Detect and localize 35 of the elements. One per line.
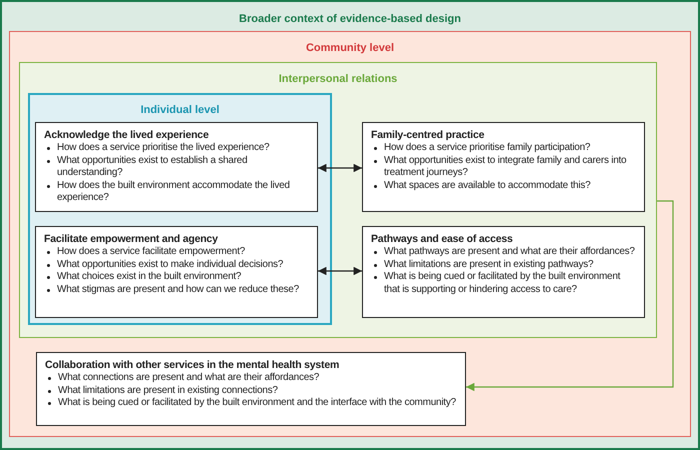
connector-arrow [318,164,362,172]
level-heading: Interpersonal relations [278,72,398,87]
question-item: How does a service facilitate empowerment? [57,246,245,258]
individual-frame [28,93,332,325]
box-heading: Acknowledge the lived experience [44,128,210,142]
question-item: What limitations are present in existing connections? [58,384,278,397]
box-heading: Pathways and ease of access [371,232,514,246]
level-heading: Community level [304,41,396,56]
question-item: What choices exist in the built environment? [57,271,242,284]
box-heading: Facilitate empowerment and agency [44,232,219,246]
question-box [362,226,645,318]
question-item: How does the built environment accommodate the lived experience? [57,180,291,204]
question-item: What opportunities exist to integrate family and carers into treatment journeys? [384,154,628,180]
connector-arrow [318,266,362,276]
question-item: What spaces are available to accommodate this? [384,180,590,192]
question-item: What stigmas are present and how can we reduce these? [57,284,299,296]
question-item: How does a service prioritise the lived experience? [57,142,270,154]
question-box [35,122,318,212]
question-box [35,226,318,318]
question-item: What pathways are present and what are their affordances? [384,246,635,258]
question-box [362,122,645,212]
question-item: What limitations are present in existing pathways? [384,258,594,271]
box-heading: Collaboration with other services in the mental health system [45,358,340,372]
question-item: What opportunities exist to make individual decisions? [57,258,284,271]
question-item: What connections are present and what are their affordances? [58,372,320,384]
box-heading: Family-centred practice [371,128,486,142]
interpersonal-frame [19,62,657,338]
level-heading: Individual level [140,103,220,118]
question-item: What opportunities exist to establish a shared understanding? [57,154,248,180]
connector-arrow [466,200,674,392]
context-heading: Broader context of evidence-based design [238,12,462,27]
question-item: What is being cued or facilitated by the built environment that is supporting or hindering access to care? [384,271,622,296]
question-item: What is being cued or facilitated by the built environment and the interface with the community? [58,397,456,410]
question-box [36,352,466,426]
question-item: How does a service prioritise family participation? [384,142,590,154]
